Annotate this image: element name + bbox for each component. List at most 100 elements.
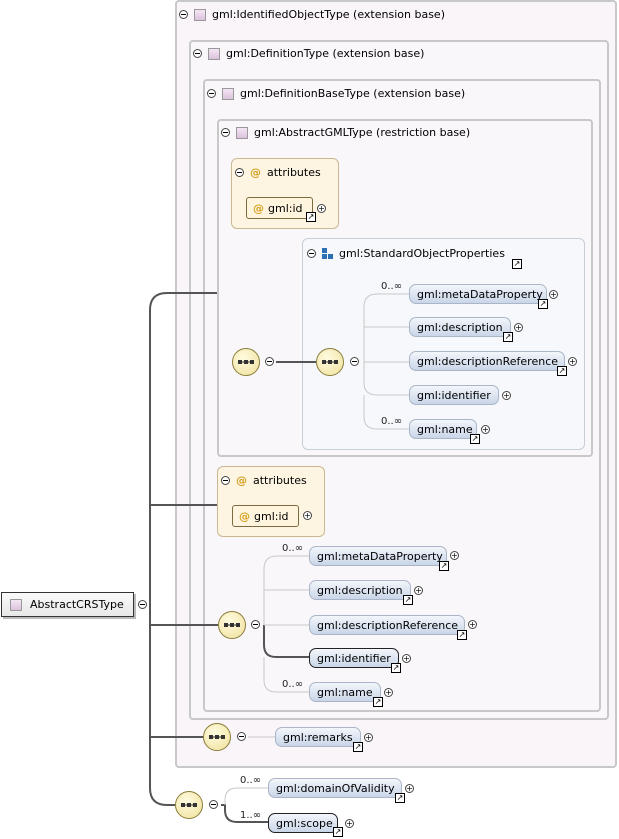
element-description[interactable]: gml:description <box>309 580 411 600</box>
sequence-compositor[interactable] <box>218 611 246 639</box>
attribute-icon: @ <box>253 201 264 215</box>
sequence-compositor[interactable] <box>232 348 260 376</box>
collapse-icon[interactable] <box>307 249 316 258</box>
element-scope[interactable]: gml:scope <box>268 813 338 833</box>
attribute-icon: @ <box>236 474 247 487</box>
attribute-label: gml:id <box>268 201 303 215</box>
element-description[interactable]: gml:description <box>409 317 511 337</box>
extension-label: gml:IdentifiedObjectType (extension base… <box>212 8 445 21</box>
header-definition-base: gml:DefinitionBaseType (extension base) <box>207 87 465 100</box>
sequence-icon <box>209 735 225 739</box>
sequence-icon <box>322 360 338 364</box>
collapse-icon[interactable] <box>138 600 147 609</box>
attributes-header: @ attributes <box>235 166 321 179</box>
expand-icon[interactable]: + <box>468 619 477 629</box>
cardinality-label: 0..∞ <box>282 543 304 554</box>
expand-icon[interactable]: + <box>514 322 523 332</box>
attribute-gml-id[interactable]: @ gml:id <box>232 505 299 527</box>
element-metadata-property[interactable]: gml:metaDataProperty <box>409 284 547 304</box>
attributes-label: attributes <box>253 474 307 487</box>
element-domain-of-validity[interactable]: gml:domainOfValidity <box>268 778 402 798</box>
expand-icon[interactable]: + <box>345 818 354 828</box>
sequence-compositor[interactable] <box>316 348 344 376</box>
root-label: AbstractCRSType <box>30 598 124 611</box>
expand-icon[interactable]: + <box>414 585 423 595</box>
cardinality-label: 0..∞ <box>282 679 304 690</box>
reference-arrow-icon[interactable]: ↗ <box>403 595 413 605</box>
attribute-icon: @ <box>250 166 261 179</box>
attributes-label: attributes <box>267 166 321 179</box>
complex-type-icon <box>222 87 234 100</box>
reference-arrow-icon[interactable]: ↗ <box>457 630 467 640</box>
collapse-icon[interactable] <box>193 49 202 58</box>
expand-icon[interactable]: + <box>303 510 312 520</box>
collapse-icon[interactable] <box>237 732 246 741</box>
expand-icon[interactable]: + <box>502 390 511 400</box>
element-description-reference[interactable]: gml:descriptionReference <box>309 615 465 635</box>
sequence-compositor[interactable] <box>203 723 231 751</box>
group-icon <box>322 248 333 259</box>
expand-icon[interactable]: + <box>384 687 393 697</box>
element-metadata-property[interactable]: gml:metaDataProperty <box>309 546 447 566</box>
group-standard-object-properties <box>302 238 585 450</box>
expand-icon[interactable]: + <box>481 424 490 434</box>
reference-arrow-icon[interactable]: ↗ <box>512 259 522 269</box>
reference-arrow-icon[interactable]: ↗ <box>333 827 343 837</box>
attribute-label: gml:id <box>254 509 289 523</box>
element-identifier[interactable]: gml:identifier <box>409 385 499 405</box>
sequence-compositor[interactable] <box>175 791 203 819</box>
expand-icon[interactable]: + <box>402 653 411 663</box>
collapse-icon[interactable] <box>179 10 188 19</box>
cardinality-label: 0..∞ <box>381 416 403 427</box>
complex-type-icon <box>10 598 22 611</box>
sequence-icon <box>224 623 240 627</box>
sequence-icon <box>238 360 254 364</box>
header-identified-object: gml:IdentifiedObjectType (extension base… <box>179 8 445 21</box>
group-label: gml:StandardObjectProperties <box>339 247 505 260</box>
element-identifier[interactable]: gml:identifier <box>309 648 399 668</box>
collapse-icon[interactable] <box>221 476 230 485</box>
complex-type-icon <box>208 47 220 60</box>
extension-label: gml:DefinitionType (extension base) <box>226 47 425 60</box>
reference-arrow-icon[interactable]: ↗ <box>306 212 316 222</box>
reference-arrow-icon[interactable]: ↗ <box>353 742 363 752</box>
expand-icon[interactable]: + <box>549 289 558 299</box>
collapse-icon[interactable] <box>207 89 216 98</box>
header-definition: gml:DefinitionType (extension base) <box>193 47 424 60</box>
reference-arrow-icon[interactable]: ↗ <box>503 332 513 342</box>
complex-type-icon <box>236 126 248 139</box>
reference-arrow-icon[interactable]: ↗ <box>373 697 383 707</box>
element-description-reference[interactable]: gml:descriptionReference <box>409 351 565 371</box>
attribute-gml-id[interactable]: @ gml:id <box>246 197 313 219</box>
reference-arrow-icon[interactable]: ↗ <box>439 561 449 571</box>
collapse-icon[interactable] <box>235 168 244 177</box>
cardinality-label: 0..∞ <box>240 775 262 786</box>
extension-label: gml:DefinitionBaseType (extension base) <box>240 87 466 100</box>
collapse-icon[interactable] <box>265 357 274 366</box>
attribute-icon: @ <box>239 509 250 523</box>
complex-type-icon <box>194 8 206 21</box>
reference-arrow-icon[interactable]: ↗ <box>470 434 480 444</box>
collapse-icon[interactable] <box>221 128 230 137</box>
expand-icon[interactable]: + <box>364 732 373 742</box>
reference-arrow-icon[interactable]: ↗ <box>395 793 405 803</box>
expand-icon[interactable]: + <box>450 550 459 560</box>
group-header: gml:StandardObjectProperties <box>307 247 505 260</box>
collapse-icon[interactable] <box>251 620 260 629</box>
reference-arrow-icon[interactable]: ↗ <box>391 663 401 673</box>
cardinality-label: 0..∞ <box>381 281 403 292</box>
collapse-icon[interactable] <box>209 800 218 809</box>
element-remarks[interactable]: gml:remarks <box>275 727 361 747</box>
collapse-icon[interactable] <box>350 357 359 366</box>
expand-icon[interactable]: + <box>405 783 414 793</box>
reference-arrow-icon[interactable]: ↗ <box>538 299 548 309</box>
element-name[interactable]: gml:name <box>409 419 477 439</box>
expand-icon[interactable]: + <box>317 203 326 213</box>
expand-icon[interactable]: + <box>568 356 577 366</box>
reference-arrow-icon[interactable]: ↗ <box>557 366 567 376</box>
element-name[interactable]: gml:name <box>309 682 381 702</box>
header-abstract-gml: gml:AbstractGMLType (restriction base) <box>221 126 470 139</box>
sequence-icon <box>181 803 197 807</box>
root-complex-type[interactable]: AbstractCRSType <box>1 592 134 617</box>
